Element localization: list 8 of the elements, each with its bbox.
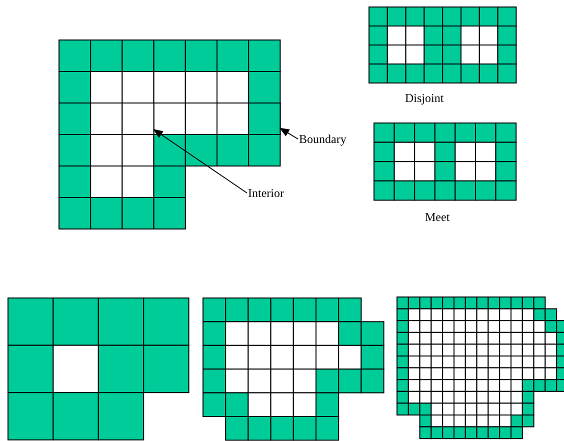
caption-label: Disjoint [405, 91, 444, 105]
leader-line [152, 128, 248, 194]
grid-cell [248, 102, 281, 135]
leader-line [279, 128, 298, 140]
grid-cell [122, 102, 154, 135]
caption-label: Meet [425, 210, 450, 224]
callout-label: Interior [248, 186, 284, 200]
callout-label: Boundary [299, 132, 346, 146]
